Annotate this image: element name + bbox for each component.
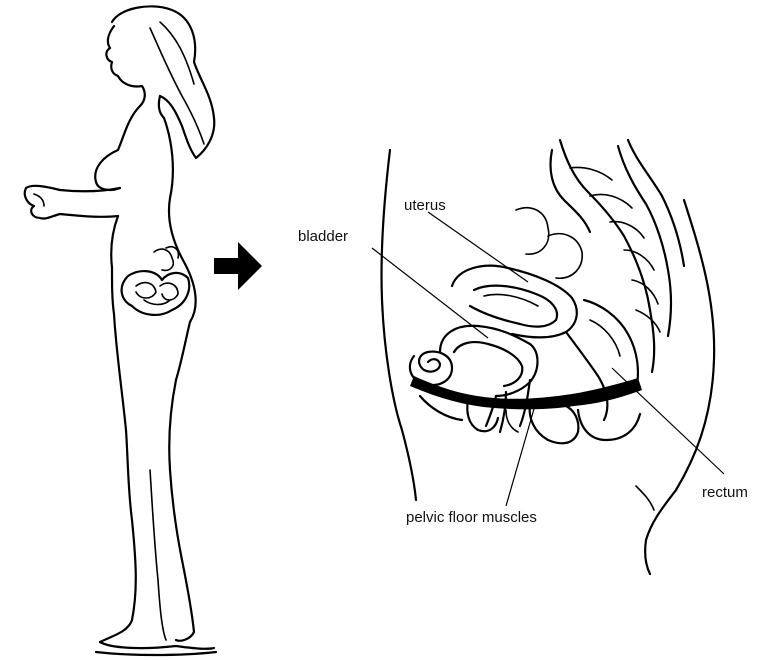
label-bladder: bladder: [298, 228, 348, 245]
leader-uterus: [428, 212, 528, 282]
leader-pelvic-floor: [506, 402, 536, 506]
label-pelvic-floor: pelvic floor muscles: [406, 509, 537, 526]
pelvic-organs-sketch: [122, 247, 190, 315]
label-uterus: uterus: [404, 197, 446, 214]
woman-figure: [25, 6, 216, 655]
leader-bladder: [372, 248, 488, 338]
label-rectum: rectum: [702, 484, 748, 501]
arrow-right-icon: [214, 242, 262, 290]
leader-rectum: [612, 368, 724, 474]
